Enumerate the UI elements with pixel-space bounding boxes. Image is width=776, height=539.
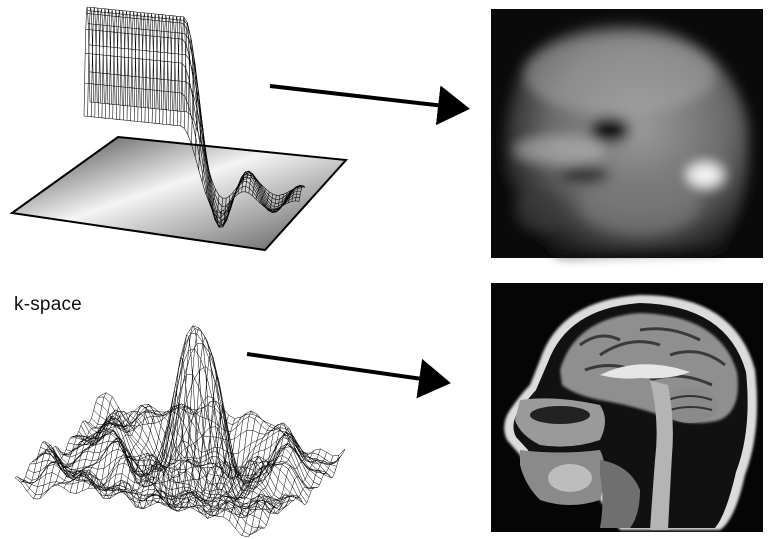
top-kspace-plot (12, 7, 346, 250)
blurry-mri-image (491, 9, 763, 258)
mesh-line (98, 397, 343, 463)
kspace-label: k-space (14, 294, 82, 316)
top-arrow (270, 86, 462, 108)
bottom-arrow (247, 354, 443, 382)
mesh-line (66, 349, 311, 500)
mesh-line (84, 7, 90, 116)
bottom-kspace-plot (15, 326, 345, 537)
bottom-kspace-wireframe (15, 326, 345, 537)
top-kspace-plane (12, 137, 346, 250)
sharp-mri-image (491, 283, 763, 532)
